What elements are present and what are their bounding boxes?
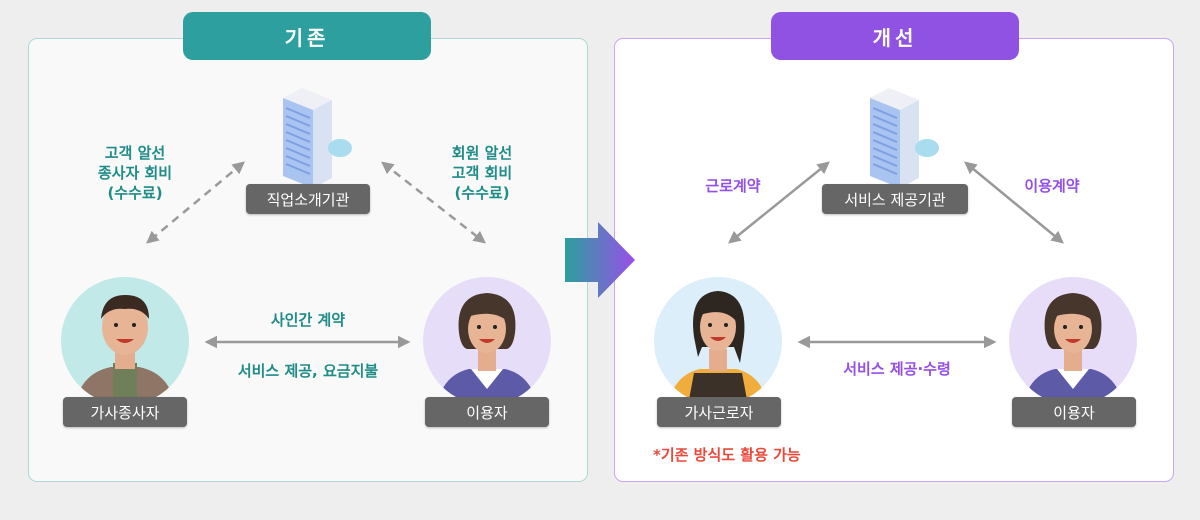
labor-contract-label: 근로계약 xyxy=(705,177,761,195)
note-text: *기존 방식도 활용 가능 xyxy=(653,446,801,464)
label-line: 고객 알선 xyxy=(104,144,166,162)
worker-fee-label: 고객 알선 종사자 회비 (수수료) xyxy=(75,143,195,203)
building-icon xyxy=(283,88,352,188)
agency-tag-after: 서비스 제공기관 xyxy=(822,184,968,214)
label-line: (수수료) xyxy=(454,184,510,202)
before-title: 기존 xyxy=(183,12,431,60)
user-tag-before: 이용자 xyxy=(425,397,549,427)
after-title: 개선 xyxy=(771,12,1019,60)
worker-tag-before: 가사종사자 xyxy=(63,397,187,427)
worker-avatar-after xyxy=(654,277,782,405)
service-label-before: 서비스 제공, 요금지불 xyxy=(237,362,379,380)
arrow-agency-worker-after xyxy=(728,161,830,244)
user-avatar-before xyxy=(423,277,551,405)
dashed-arrow-agency-user xyxy=(381,161,486,244)
woman-icon xyxy=(1023,293,1123,405)
arrow-agency-user-after xyxy=(964,161,1064,244)
label-line: (수수료) xyxy=(107,184,163,202)
transition-arrow-icon xyxy=(565,222,635,298)
contract-label: 사인간 계약 xyxy=(270,311,346,329)
user-avatar-after xyxy=(1009,277,1137,405)
woman-icon xyxy=(437,293,537,405)
dashed-arrow-agency-worker xyxy=(146,161,245,244)
usage-contract-label: 이용계약 xyxy=(1024,177,1080,195)
label-line: 회원 알선 xyxy=(451,144,513,162)
service-label-after: 서비스 제공·수령 xyxy=(843,360,951,378)
label-line: 고객 회비 xyxy=(451,164,513,182)
man-icon xyxy=(75,295,175,405)
label-line: 종사자 회비 xyxy=(97,164,173,182)
user-fee-label: 회원 알선 고객 회비 (수수료) xyxy=(422,143,542,203)
agency-tag-before: 직업소개기관 xyxy=(246,184,370,214)
woman-worker-icon xyxy=(668,291,768,405)
worker-avatar-before xyxy=(61,277,189,405)
building-icon xyxy=(870,88,939,188)
user-tag-after: 이용자 xyxy=(1012,397,1136,427)
worker-tag-after: 가사근로자 xyxy=(657,397,781,427)
